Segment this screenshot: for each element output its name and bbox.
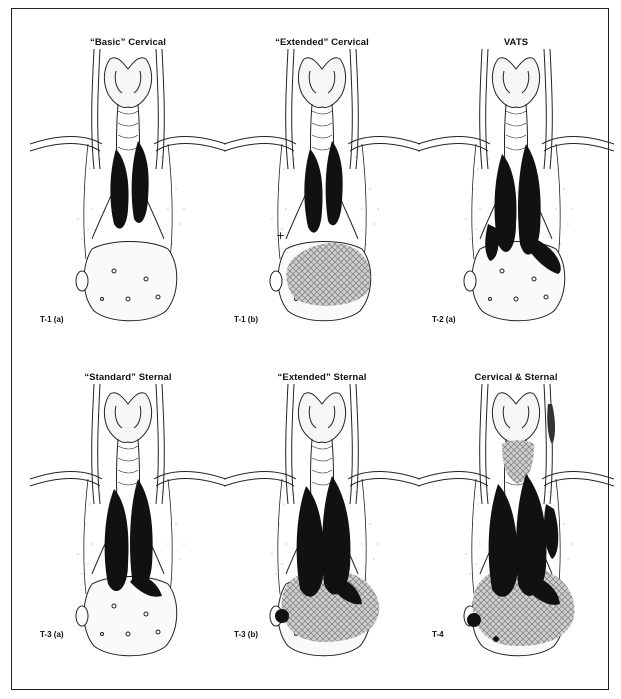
mediastinum-illustration — [224, 384, 420, 664]
panel-title: “Basic” Cervical — [30, 37, 226, 48]
lymph-node-paraaortic — [467, 613, 481, 627]
panel-title: Cervical & Sternal — [418, 372, 614, 383]
panel-code: T-2 (a) — [432, 315, 456, 324]
panel-extended-cervical: “Extended” Cervical + T-1 (b) — [224, 9, 420, 339]
lymph-node-left — [304, 149, 322, 233]
mediastinum-illustration — [30, 384, 226, 664]
figure-frame: “Basic” Cervical T-1 (a) “Extended” Cerv… — [11, 8, 609, 690]
lymph-node-small — [493, 636, 499, 642]
panel-standard-sternal: “Standard” Sternal T-3 (a) — [30, 344, 226, 674]
lymph-node-paraaortic — [275, 609, 289, 623]
panel-extended-sternal: “Extended” Sternal T-3 (b) — [224, 344, 420, 674]
lymph-node-cervical — [547, 404, 555, 444]
lymph-node-right — [326, 141, 343, 225]
lymph-node-left — [297, 486, 324, 597]
panel-code: T-3 (b) — [234, 630, 258, 639]
panel-code: T-3 (a) — [40, 630, 64, 639]
resected-region-cervical — [502, 440, 534, 484]
lymph-node-left — [489, 484, 518, 597]
mediastinum-illustration: + — [224, 49, 420, 329]
panel-code: T-1 (b) — [234, 315, 258, 324]
lymph-node-right — [130, 479, 153, 588]
panel-cervical-sternal: Cervical & Sternal T-4 — [418, 344, 614, 674]
panel-vats: VATS T-2 (a) — [418, 9, 614, 339]
mediastinum-illustration — [418, 384, 614, 664]
panel-title: VATS — [418, 37, 614, 48]
lymph-node-left — [110, 149, 128, 229]
panel-title: “Extended” Cervical — [224, 37, 420, 48]
panel-code: T-4 — [432, 630, 444, 639]
mediastinum-illustration — [418, 49, 614, 329]
lymph-node-left — [105, 489, 129, 591]
panel-basic-cervical: “Basic” Cervical T-1 (a) — [30, 9, 226, 339]
panel-title: “Extended” Sternal — [224, 372, 420, 383]
mediastinum-illustration — [30, 49, 226, 329]
plus-marker: + — [276, 229, 285, 242]
panel-code: T-1 (a) — [40, 315, 64, 324]
lymph-node-right — [132, 141, 149, 223]
panel-title: “Standard” Sternal — [30, 372, 226, 383]
